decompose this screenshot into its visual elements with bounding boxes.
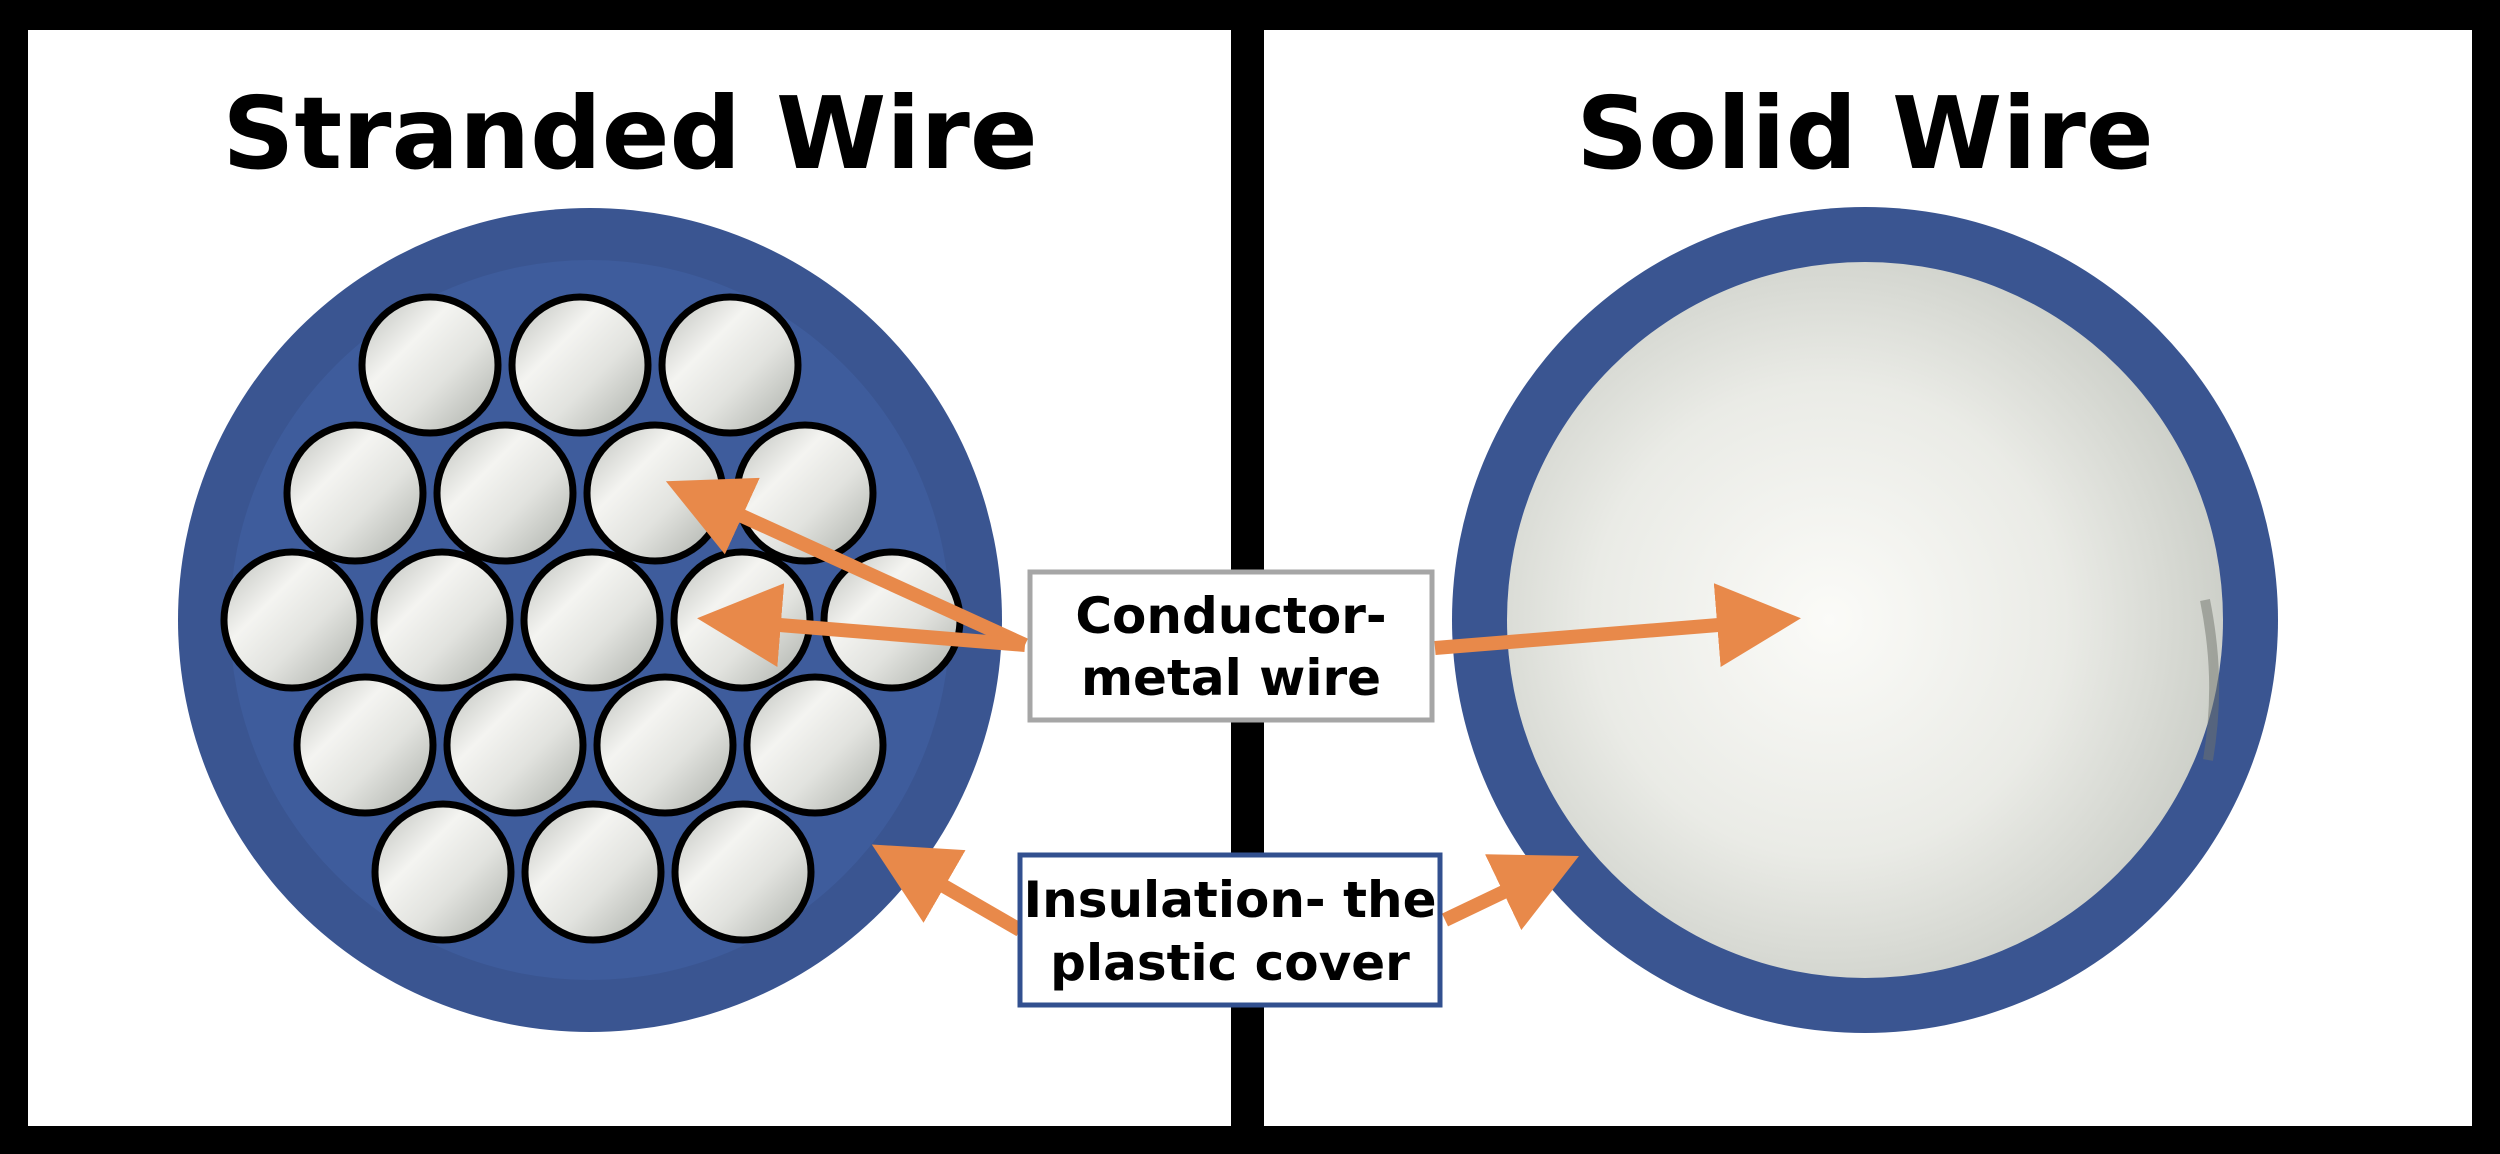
- conductor-label-box: Conductor- metal wire: [1027, 569, 1435, 723]
- metal-strand-icon: [433, 421, 577, 565]
- solid-wire-title: Solid Wire: [1576, 75, 2153, 192]
- insulation-arrow-solid: [1441, 854, 1579, 931]
- solid-conductor: [1507, 262, 2223, 978]
- metal-strand-icon: [358, 293, 502, 437]
- metal-strand-icon: [521, 800, 665, 944]
- insulation-label-line2: plastic cover: [1050, 934, 1410, 992]
- metal-strand-icon: [593, 673, 737, 817]
- conductor-arrow-strand-middle: [697, 583, 1026, 667]
- conductor-label-line2: metal wire: [1081, 649, 1381, 707]
- insulation-label-box: Insulation- the plastic cover: [1017, 852, 1443, 1008]
- insulation-label-line1: Insulation- the: [1024, 871, 1437, 929]
- metal-strand-icon: [658, 293, 802, 437]
- conductor-box: [1027, 569, 1435, 723]
- metal-strand-icon: [508, 293, 652, 437]
- conductor-arrow-solid: [1434, 583, 1801, 667]
- metal-strand-icon: [220, 548, 364, 692]
- metal-strand-icon: [820, 548, 964, 692]
- metal-strand-icon: [293, 673, 437, 817]
- insulation-arrow-stranded: [871, 844, 1024, 937]
- metal-strand-icon: [743, 673, 887, 817]
- conductor-label-line1: Conductor-: [1075, 587, 1386, 645]
- arrows: [665, 477, 1801, 937]
- metal-strand-icon: [520, 548, 664, 692]
- metal-strand-icon: [370, 548, 514, 692]
- conductor-arrow-strand-top: [665, 477, 1028, 652]
- metal-strand-icon: [371, 800, 515, 944]
- stranded-wire-title: Stranded Wire: [222, 75, 1037, 192]
- insulation-box: [1017, 852, 1443, 1008]
- solid-conductor-shading: [2200, 599, 2220, 761]
- metal-strand-icon: [443, 673, 587, 817]
- solid-wire-cross-section: [1452, 207, 2278, 1033]
- stranded-wire-cross-section: [178, 208, 1002, 1032]
- metal-strand-icon: [671, 800, 815, 944]
- metal-strand-icon: [283, 421, 427, 565]
